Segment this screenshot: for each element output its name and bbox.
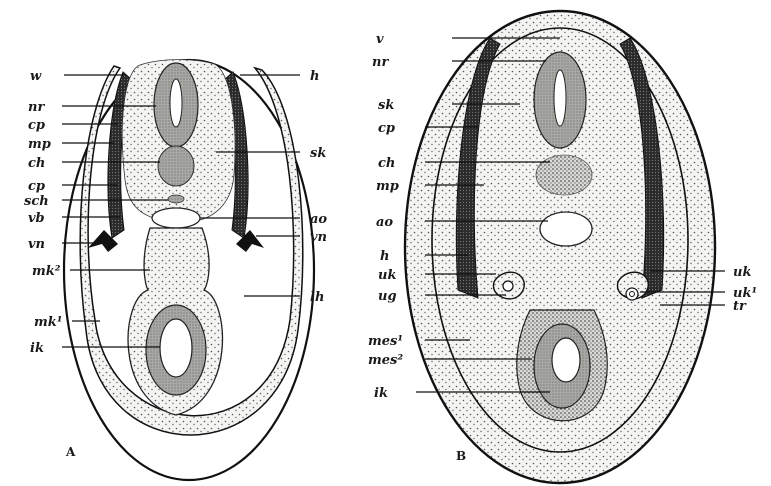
label-b-mp: mp	[376, 179, 399, 194]
label-b-nr: nr	[372, 55, 389, 70]
label-a-ao: ao	[310, 212, 327, 227]
label-a-sch: sch	[24, 194, 49, 209]
label-b-uk-right: uk	[733, 265, 751, 280]
section-a-notochord	[158, 146, 194, 186]
section-a-subnotochord	[168, 195, 184, 203]
label-a-mk2: mk²	[32, 264, 61, 279]
label-a-w: w	[30, 69, 42, 84]
label-b-ik: ik	[374, 386, 388, 401]
label-b-h: h	[380, 249, 389, 264]
label-a-nr: nr	[28, 100, 45, 115]
label-a-sk: sk	[310, 146, 326, 161]
label-a-vb: vb	[28, 211, 45, 226]
label-b-mes2: mes²	[368, 353, 403, 368]
panel-label-b: B	[456, 449, 466, 463]
panel-label-a: A	[65, 445, 76, 459]
label-a-lh: lh	[310, 290, 324, 305]
label-b-mes1: mes¹	[368, 334, 403, 349]
label-b-ch: ch	[378, 156, 395, 171]
section-a-aorta	[152, 208, 200, 228]
section-b-neural-canal	[554, 70, 566, 126]
section-b-notochord	[536, 155, 592, 195]
section-b-left-kidney-duct	[503, 281, 513, 291]
section-b-right-kidney-duct-inner	[630, 292, 635, 297]
label-a-mp: mp	[28, 137, 51, 152]
label-b-uk: uk	[378, 268, 396, 283]
label-a-mk1: mk¹	[34, 315, 62, 330]
label-a-cp: cp	[28, 118, 45, 133]
label-b-sk: sk	[378, 98, 394, 113]
section-b-gut-lumen	[552, 338, 580, 382]
label-a-vn: vn	[28, 237, 45, 252]
label-b-ao: ao	[376, 215, 393, 230]
section-a-gut-lumen	[160, 319, 192, 377]
section-a-neural-canal	[170, 79, 182, 127]
label-b-v: v	[376, 32, 384, 47]
section-b-aorta	[540, 212, 592, 246]
label-a-cp-2: cp	[28, 179, 45, 194]
label-b-cp: cp	[378, 121, 395, 136]
label-a-h: h	[310, 69, 319, 84]
section-b	[405, 11, 715, 483]
label-b-ug: ug	[378, 289, 397, 304]
label-a-ik: ik	[30, 341, 44, 356]
label-b-tr: tr	[733, 299, 747, 314]
label-a-ch: ch	[28, 156, 45, 171]
label-a-vn-right: vn	[310, 230, 327, 245]
